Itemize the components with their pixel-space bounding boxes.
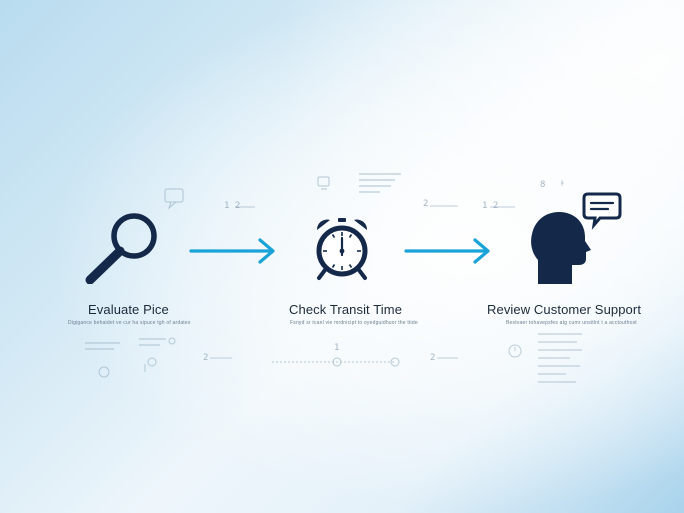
arrow-connector-2 <box>404 238 490 264</box>
faint-text-lines-right <box>538 333 582 383</box>
faint-text-lines-left <box>85 338 166 350</box>
step-1-sublabel: Digigance behaidet ve cur ha sipuce tgh … <box>68 320 191 326</box>
faint-number-g: 2 <box>430 353 436 363</box>
alarm-clock-icon <box>316 218 368 280</box>
faint-number-a: 1 2 <box>224 201 241 211</box>
head-speech-bubble-icon <box>531 192 622 284</box>
faint-number-b: 2 <box>423 199 429 209</box>
faint-number-c: 1 2 <box>482 201 499 211</box>
faint-sparkle-marks <box>561 180 564 186</box>
faint-text-lines-top <box>359 173 401 193</box>
faint-clock-icon <box>508 344 522 358</box>
step-3-sublabel: Bestvaer tohavepsfes atg cumr unsitlnt t… <box>506 320 637 326</box>
step-2-sublabel: Fsnyd sr tcanl vie mrdnicipt to oyedguid… <box>290 320 418 326</box>
faint-number-d: 1 <box>334 343 340 353</box>
faint-cart-icon <box>98 337 176 378</box>
faint-dashes-top <box>235 205 515 208</box>
faint-chat-icon <box>164 188 184 210</box>
step-1-label: Evaluate Pice <box>88 302 169 317</box>
faint-monitor-icon <box>317 176 330 190</box>
faint-number-f: 2 <box>203 353 209 363</box>
arrow-connector-1 <box>189 238 275 264</box>
step-2-label: Check Transit Time <box>289 302 403 317</box>
faint-number-e: 8 <box>540 180 546 190</box>
faint-timeline <box>272 357 400 367</box>
step-3-label: Review Customer Support <box>487 302 642 317</box>
magnifying-glass-icon <box>85 213 157 284</box>
